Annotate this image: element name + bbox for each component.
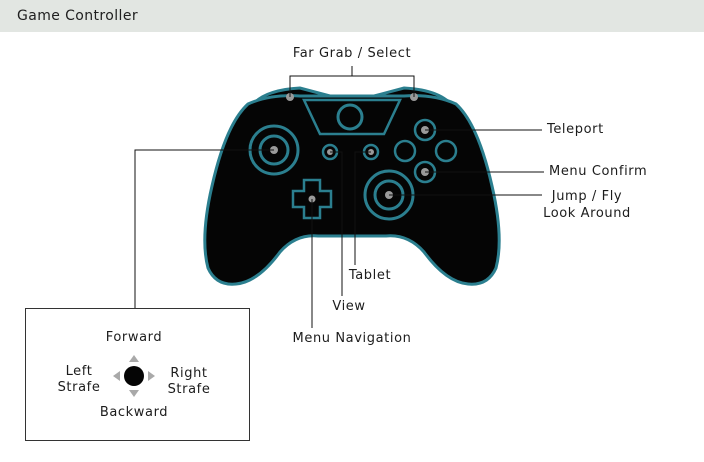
- leader-lines: [134, 66, 544, 328]
- label-far-grab-select: Far Grab / Select: [292, 46, 412, 61]
- controller-body: [203, 86, 501, 286]
- guide-button: [336, 103, 364, 131]
- label-jump-fly: Jump / Fly: [551, 189, 623, 204]
- label-view: View: [332, 299, 366, 314]
- leader-view: [330, 151, 343, 296]
- face-button-x: [393, 139, 417, 163]
- label-menu-confirm: Menu Confirm: [549, 164, 648, 179]
- leader-tablet: [354, 151, 371, 265]
- legend-stick-icon: [113, 355, 155, 397]
- movement-legend: [25, 308, 250, 441]
- label-look-around: Look Around: [543, 206, 631, 221]
- label-menu-navigation: Menu Navigation: [292, 331, 412, 346]
- arrow-left-icon: [113, 371, 120, 381]
- arrow-right-icon: [148, 371, 155, 381]
- arrow-up-icon: [129, 355, 139, 362]
- label-tablet: Tablet: [348, 268, 392, 283]
- page-title: Game Controller: [17, 8, 138, 24]
- header-bar: Game Controller: [0, 0, 704, 32]
- arrow-down-icon: [129, 390, 139, 397]
- legend-left-strafe: Left Strafe: [57, 364, 101, 395]
- leader-left-stick: [134, 149, 274, 308]
- label-teleport: Teleport: [547, 122, 604, 137]
- face-button-b: [434, 139, 458, 163]
- legend-forward: Forward: [105, 330, 163, 345]
- legend-right-strafe: Right Strafe: [167, 366, 211, 397]
- legend-backward: Backward: [99, 405, 169, 420]
- legend-stick: [124, 366, 144, 386]
